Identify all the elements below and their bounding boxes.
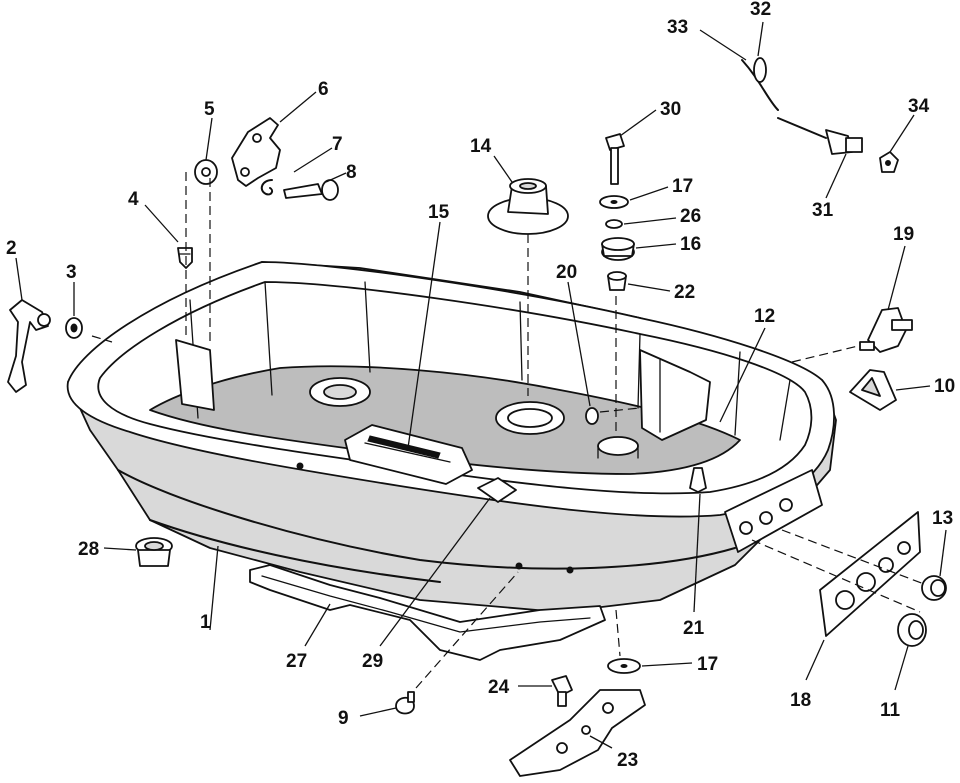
part-7-clip: [260, 179, 274, 196]
callout-30: 30: [660, 99, 681, 120]
callout-17-upper: 17: [672, 176, 693, 197]
part-11-grommet: [897, 613, 927, 647]
callout-14: 14: [470, 136, 492, 157]
part-31-33-harness: [741, 57, 863, 155]
callout-17-lower: 17: [697, 654, 718, 675]
leader-lines: [15, 21, 947, 749]
part-2-lever: [7, 299, 51, 393]
callout-19: 19: [893, 224, 914, 245]
callout-11: 11: [880, 700, 901, 721]
part-19-valve: [859, 307, 913, 353]
callout-27: 27: [286, 651, 307, 672]
callout-7: 7: [332, 134, 343, 155]
callout-15: 15: [428, 202, 450, 223]
part-6-latch-plate: [231, 117, 281, 187]
alignment-lines: [91, 172, 925, 689]
callout-10: 10: [934, 376, 955, 397]
callout-20: 20: [556, 262, 577, 283]
part-8-screw: [283, 179, 339, 201]
part-16-grommet: [601, 237, 635, 261]
part-21-stud: [689, 467, 707, 493]
callout-16: 16: [680, 234, 701, 255]
part-17-washer-lower: [607, 658, 641, 674]
part-24-bolt: [551, 675, 573, 707]
part-34-nut: [879, 151, 899, 173]
callout-33: 33: [667, 17, 688, 38]
part-17-washer-upper: [599, 195, 629, 209]
callout-13: 13: [932, 508, 953, 529]
callout-28: 28: [78, 539, 99, 560]
callout-9: 9: [338, 708, 349, 729]
part-14-boot: [487, 178, 569, 235]
part-28-grommet: [135, 537, 173, 567]
part-9-rivet: [395, 691, 415, 715]
callout-34: 34: [908, 96, 930, 117]
callout-18: 18: [790, 690, 811, 711]
callout-4: 4: [128, 189, 139, 210]
part-20-washer: [585, 407, 599, 425]
callout-1: 1: [200, 612, 211, 633]
lower-cowl: [66, 261, 837, 613]
part-3-washer: [65, 317, 83, 339]
part-4-fitting: [177, 247, 193, 269]
callout-21: 21: [683, 618, 705, 639]
part-22-bushing: [607, 271, 627, 291]
callout-23: 23: [617, 750, 638, 771]
callout-8: 8: [346, 162, 357, 183]
callout-24: 24: [488, 677, 510, 698]
callout-32: 32: [750, 0, 771, 20]
bottom-seal: [249, 564, 606, 661]
part-10-grommet: [849, 369, 897, 411]
callout-6: 6: [318, 79, 329, 100]
part-5-washer: [194, 159, 218, 185]
part-13-plug: [921, 575, 947, 601]
callout-5: 5: [204, 99, 215, 120]
callout-labels: 1 2 3 4 5 6 7 8 9 10 11 12 13 14 15 16 1…: [6, 0, 955, 771]
callout-26: 26: [680, 206, 701, 227]
part-30-bolt: [605, 133, 625, 185]
callout-3: 3: [66, 262, 77, 283]
callout-22: 22: [674, 282, 695, 303]
callout-29: 29: [362, 651, 383, 672]
callout-2: 2: [6, 238, 17, 259]
callout-12: 12: [754, 306, 775, 327]
callout-31: 31: [812, 200, 834, 221]
bottom-bracket: [509, 689, 646, 777]
part-26-washer: [605, 219, 623, 229]
